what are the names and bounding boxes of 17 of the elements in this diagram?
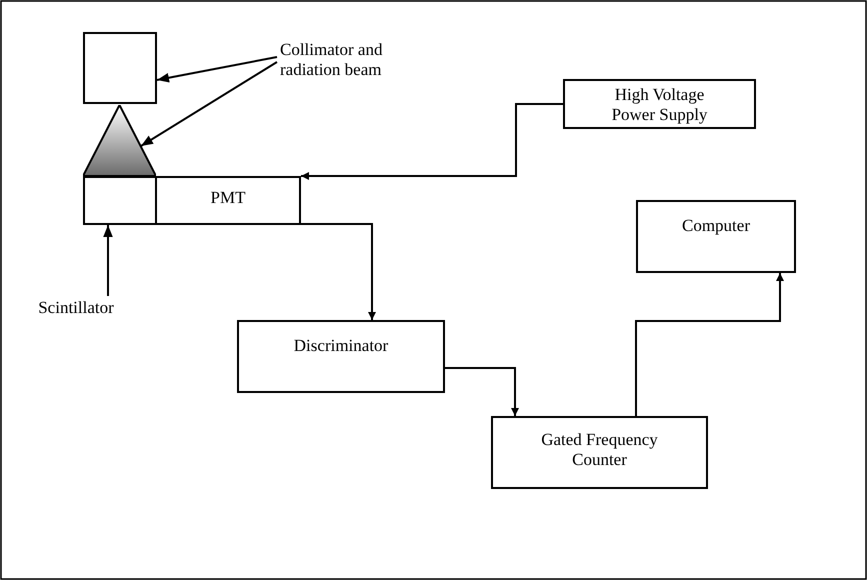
pmt-box: PMT — [155, 176, 301, 225]
scintillator-box — [83, 176, 157, 225]
signal-arrow — [301, 223, 376, 320]
callout-label: Collimator and radiation beam — [280, 40, 384, 80]
signal-arrow — [301, 103, 563, 180]
signal-arrow — [445, 367, 519, 416]
frequency-counter-box: Gated Frequency Counter — [491, 416, 708, 489]
collimator-box — [83, 32, 157, 104]
radiation-beam-triangle — [83, 105, 156, 176]
leader-arrow — [140, 61, 278, 147]
leader-arrow — [156, 56, 278, 82]
power-supply-box: High Voltage Power Supply — [563, 79, 756, 129]
leader-arrow — [103, 225, 113, 296]
callout-label: Scintillator — [38, 298, 114, 318]
computer-box: Computer — [636, 200, 796, 273]
signal-arrow — [635, 273, 784, 416]
discriminator-box: Discriminator — [237, 320, 445, 393]
